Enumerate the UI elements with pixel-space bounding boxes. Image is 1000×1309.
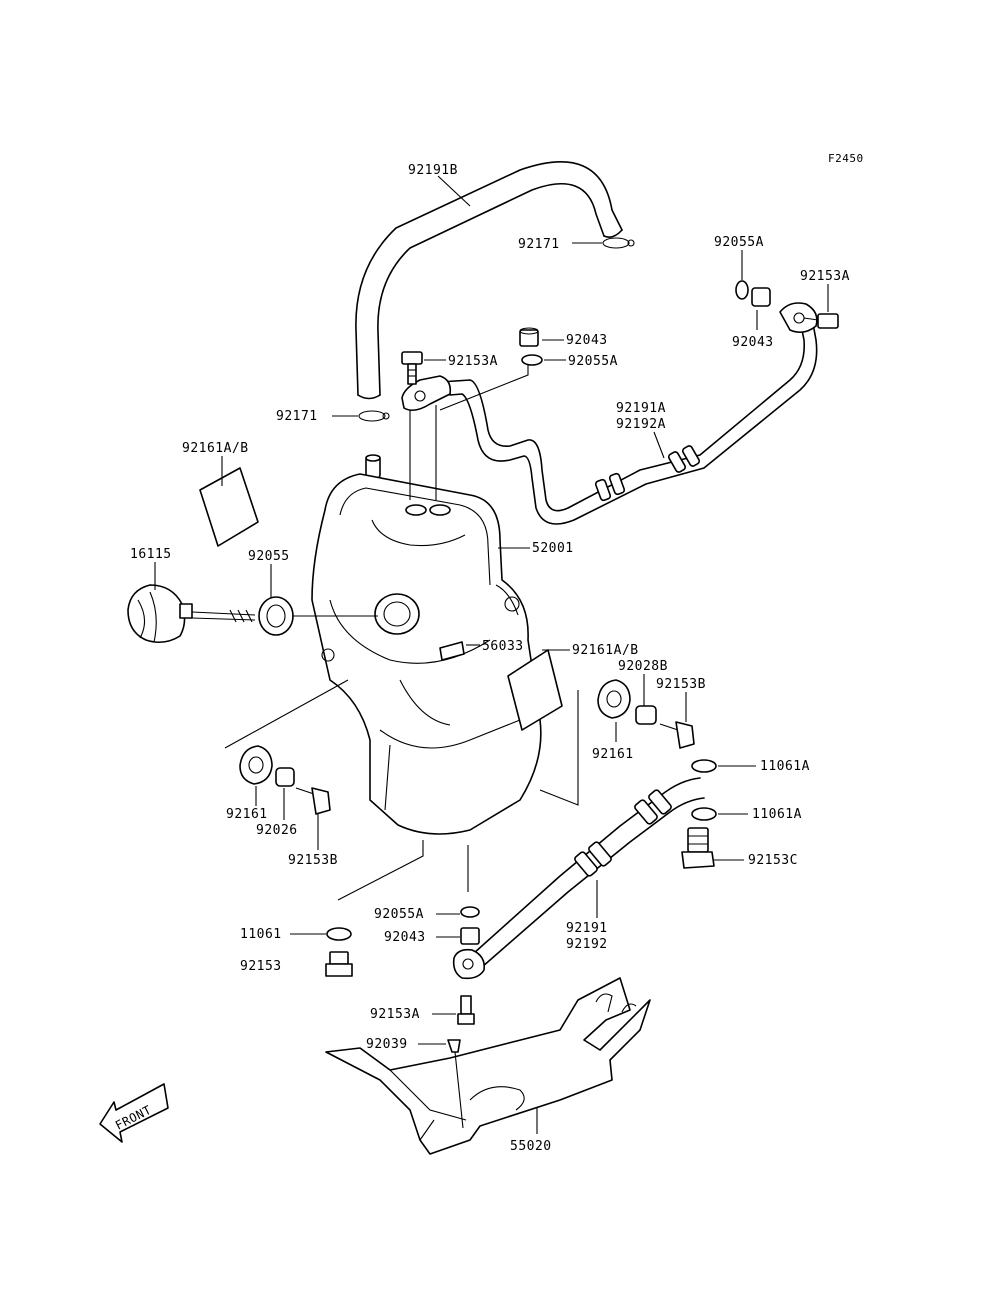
vent-hose-92191b: [355, 161, 623, 400]
label-92153a-tr: 92153A: [800, 269, 850, 284]
label-92191b: 92191B: [408, 163, 458, 178]
fuel-line-92191: [452, 777, 705, 980]
label-92171-mid: 92171: [276, 409, 318, 424]
label-92043-center: 92043: [566, 333, 608, 348]
label-52001: 52001: [532, 541, 574, 556]
mount-92161-left: [239, 745, 273, 785]
label-92192a: 92192A: [616, 417, 666, 432]
washer-92055a-bottom: [460, 906, 480, 918]
gasket-92055: [258, 596, 294, 636]
label-92055: 92055: [248, 549, 290, 564]
bolt-92153a-tr: [803, 313, 839, 329]
bolt-92153a-center: [401, 351, 423, 385]
washer-11061a-1: [691, 759, 717, 773]
washer-92055a-top: [735, 280, 749, 300]
label-92043-bottom: 92043: [384, 930, 426, 945]
decal-92161ab-mid: [507, 649, 563, 731]
sleeve-92043-tr: [751, 287, 771, 307]
washer-92055a-center: [521, 354, 543, 366]
sleeve-92043-center: [519, 327, 539, 347]
label-92161ab-mid: 92161A/B: [572, 643, 639, 658]
clip-92039: [447, 1039, 464, 1129]
bolt-92153b-right: [659, 721, 695, 749]
label-11061a-1: 11061A: [760, 759, 810, 774]
label-92161-left: 92161: [226, 807, 268, 822]
part-labels: F2450 92191B 92171 92055A 92153A 92043 9…: [130, 152, 864, 1154]
label-56033: 56033: [482, 639, 524, 654]
fuel-tank-52001: [311, 473, 542, 835]
label-92055a-top: 92055A: [714, 235, 764, 250]
label-92153a-center: 92153A: [448, 354, 498, 369]
label-92191a: 92191A: [616, 401, 666, 416]
label-92055a-center: 92055A: [568, 354, 618, 369]
washer-11061: [326, 927, 352, 941]
label-92153c: 92153C: [748, 853, 798, 868]
bolt-92153a-bottom: [457, 995, 475, 1025]
label-92043-tr: 92043: [732, 335, 774, 350]
label-11061a-2: 11061A: [752, 807, 802, 822]
label-92153a-bottom: 92153A: [370, 1007, 420, 1022]
skid-plate-55020: [325, 977, 651, 1155]
decal-92161ab-top: [199, 467, 259, 547]
label-92161ab-top: 92161A/B: [182, 441, 249, 456]
label-92055a-bottom: 92055A: [374, 907, 424, 922]
label-56033: [439, 641, 465, 661]
label-11061: 11061: [240, 927, 282, 942]
tank-nipple: [365, 454, 381, 479]
washer-11061a-2: [691, 807, 717, 821]
front-arrow-icon: FRONT: [99, 1083, 169, 1143]
leader-lines: [154, 175, 829, 1134]
label-92026: 92026: [256, 823, 298, 838]
label-92153: 92153: [240, 959, 282, 974]
label-92161-right: 92161: [592, 747, 634, 762]
fuel-cap-16115: [127, 584, 256, 644]
plug-92153c: [681, 827, 715, 869]
clamp-92171-top: [602, 237, 635, 249]
label-92153b-right: 92153B: [656, 677, 706, 692]
label-92153b-left: 92153B: [288, 853, 338, 868]
label-55020: 55020: [510, 1139, 552, 1154]
label-16115: 16115: [130, 547, 172, 562]
bolt-92153: [325, 951, 353, 977]
clamp-92171-mid: [358, 410, 390, 422]
mount-92161-right: [597, 679, 631, 719]
ref-code: F2450: [828, 152, 864, 165]
collar-92026: [275, 767, 295, 787]
label-92192: 92192: [566, 937, 608, 952]
sleeve-92043-bottom: [460, 927, 480, 945]
label-92191: 92191: [566, 921, 608, 936]
label-92171-top: 92171: [518, 237, 560, 252]
bolt-92153b-left: [295, 787, 331, 815]
collar-92028b: [635, 705, 657, 725]
label-92028b: 92028B: [618, 659, 668, 674]
label-92039: 92039: [366, 1037, 408, 1052]
